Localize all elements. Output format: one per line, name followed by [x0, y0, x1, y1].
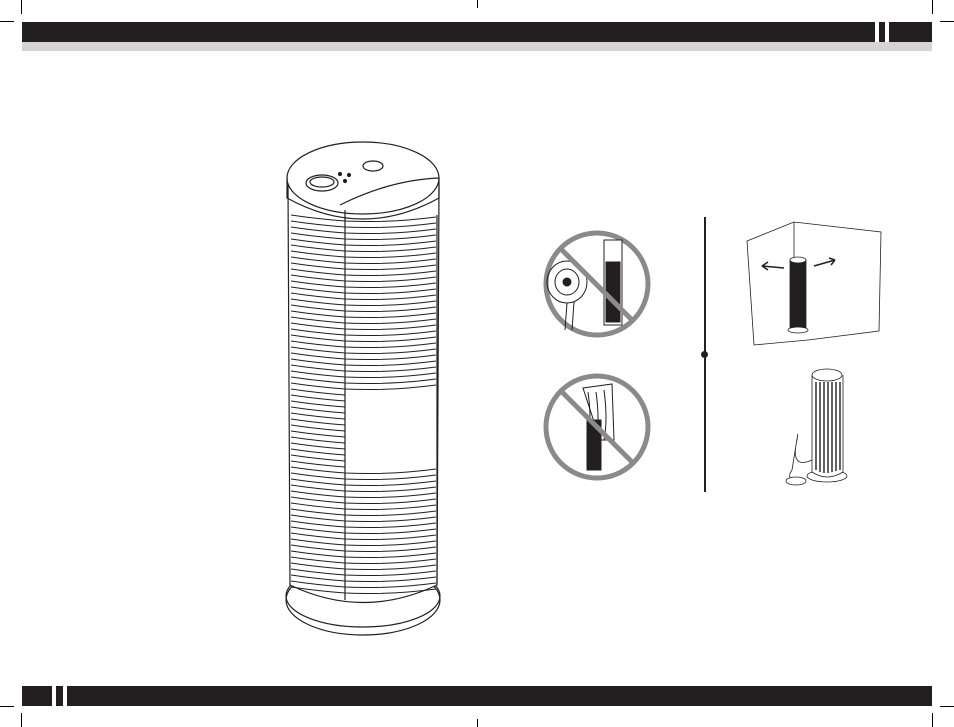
placement-level-surface-illustration [0, 0, 954, 727]
